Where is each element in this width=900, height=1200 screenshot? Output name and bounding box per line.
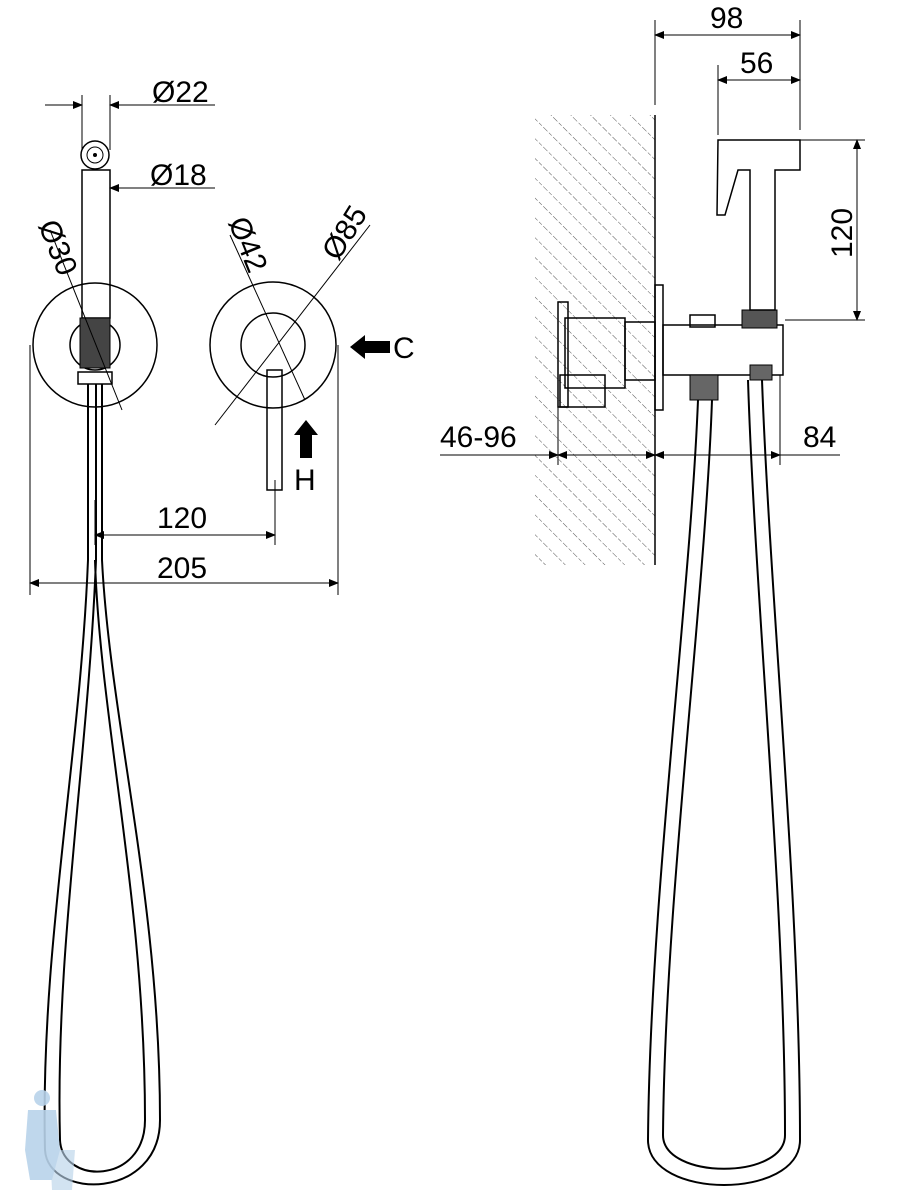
cold-arrow-icon bbox=[350, 335, 390, 359]
dim-projection-total: 98 bbox=[710, 2, 743, 35]
side-view: 98 56 120 46-96 84 bbox=[440, 2, 865, 1186]
front-view: Ø22 Ø18 Ø30 Ø42 Ø85 120 205 C H bbox=[29, 76, 415, 1186]
outlet-body bbox=[662, 309, 784, 401]
dim-center-distance: 120 bbox=[157, 502, 207, 535]
dim-head-diameter: Ø22 bbox=[152, 76, 209, 109]
concealed-body bbox=[557, 284, 664, 411]
hand-shower-head bbox=[80, 140, 111, 319]
hot-label: H bbox=[294, 464, 316, 497]
hose bbox=[43, 384, 162, 1186]
plumber-logo bbox=[25, 1090, 75, 1190]
dim-overall-width: 205 bbox=[157, 552, 207, 585]
dim-holder-diameter: Ø30 bbox=[32, 215, 84, 280]
dim-mixer-inner-diameter: Ø42 bbox=[222, 212, 274, 277]
hot-arrow-icon bbox=[294, 420, 318, 458]
dim-lines bbox=[29, 95, 371, 595]
hand-shower-side bbox=[716, 139, 801, 311]
dim-rosette-diameter: Ø85 bbox=[316, 200, 374, 266]
cold-label: C bbox=[393, 332, 415, 365]
dim-tube-diameter: Ø18 bbox=[150, 159, 207, 192]
dim-head-height: 120 bbox=[826, 208, 859, 258]
mixer bbox=[209, 281, 337, 491]
holder-rosette bbox=[32, 282, 158, 408]
wall-hatch bbox=[535, 115, 655, 565]
dim-wall-depth: 46-96 bbox=[440, 421, 517, 454]
dim-projection-head: 56 bbox=[740, 47, 773, 80]
dim-projection-body: 84 bbox=[803, 421, 836, 454]
side-dim-lines bbox=[440, 20, 865, 465]
hose-side bbox=[646, 379, 802, 1186]
